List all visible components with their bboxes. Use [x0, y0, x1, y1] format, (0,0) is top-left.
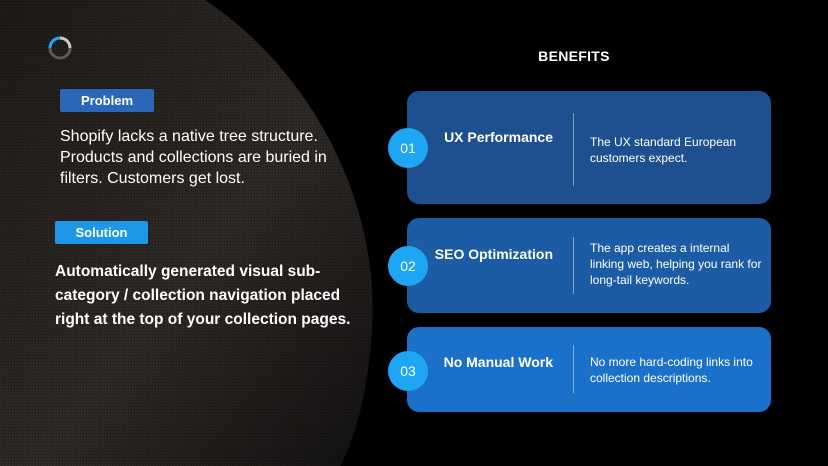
benefit-title: SEO Optimization [434, 246, 553, 262]
problem-tag-label: Problem [80, 93, 133, 108]
benefit-title: UX Performance [444, 129, 553, 145]
benefit-number-badge: 03 [388, 351, 428, 391]
benefit-divider [573, 345, 574, 393]
benefit-description: No more hard-coding links into collectio… [590, 355, 753, 385]
benefit-card-ux [407, 91, 771, 204]
benefits-heading: BENEFITS [538, 48, 610, 64]
solution-tag-label: Solution [75, 225, 128, 240]
benefit-title: No Manual Work [443, 354, 553, 370]
solution-description: Automatically generated visual sub-categ… [55, 263, 351, 328]
problem-description: Shopify lacks a native tree structure. P… [60, 128, 327, 187]
benefit-card-no-manual-work [407, 327, 771, 412]
benefit-card-seo [407, 218, 771, 313]
loading-spinner-icon [48, 36, 72, 60]
benefit-number-badge: 01 [388, 128, 428, 168]
benefit-divider [573, 113, 574, 186]
benefit-divider [573, 237, 574, 294]
benefit-number-badge: 02 [388, 246, 428, 286]
solution-tag: Solution [55, 221, 148, 244]
benefit-description: The app creates a internal linking web, … [590, 241, 762, 287]
benefit-description: The UX standard European customers expec… [590, 135, 737, 165]
problem-tag: Problem [60, 89, 154, 112]
